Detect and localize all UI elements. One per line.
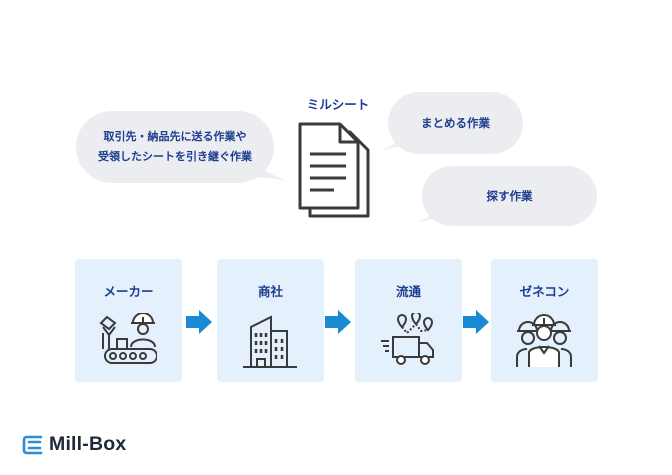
- bubble-tail-icon: [414, 206, 442, 224]
- speech-bubble-handover: 取引先・納品先に送る作業や 受領したシートを引き継ぐ作業: [76, 111, 288, 183]
- document-stack-icon: [298, 122, 370, 218]
- flow-arrow-icon: [325, 310, 351, 334]
- flow-arrow-icon: [463, 310, 489, 334]
- flow-label-maker: メーカー: [103, 284, 154, 299]
- bubble-tail-icon: [378, 134, 406, 152]
- flow-card-general-contractor: ゼネコン: [491, 259, 598, 382]
- construction-workers-icon: [516, 314, 572, 367]
- bubble-text-line1: 取引先・納品先に送る作業や: [103, 130, 247, 143]
- factory-worker-icon: [99, 313, 157, 364]
- flow-arrow-icon: [186, 310, 212, 334]
- flow-card-distribution: 流通: [355, 259, 462, 382]
- flow-label-distribution: 流通: [395, 284, 421, 299]
- flow-label-general-contractor: ゼネコン: [519, 284, 570, 299]
- bubble-text-line2: 受領したシートを引き継ぐ作業: [98, 150, 252, 163]
- flow-label-trading: 商社: [257, 284, 283, 299]
- delivery-truck-icon: [381, 313, 434, 365]
- speech-bubble-search: 探す作業: [414, 166, 597, 226]
- bubble-text-organize: まとめる作業: [421, 116, 490, 130]
- brand-name: Mill-Box: [49, 433, 127, 455]
- bubble-text-search: 探す作業: [486, 189, 533, 203]
- mill-box-logo: Mill-Box: [22, 433, 126, 456]
- document-title: ミルシート: [306, 97, 370, 112]
- bubble-tail-icon: [254, 163, 288, 181]
- flow-card-maker: メーカー: [75, 259, 182, 382]
- mill-box-logo-icon: [22, 435, 43, 454]
- office-building-icon: [243, 315, 297, 368]
- speech-bubble-organize: まとめる作業: [378, 92, 523, 154]
- flow-card-trading: 商社: [217, 259, 324, 382]
